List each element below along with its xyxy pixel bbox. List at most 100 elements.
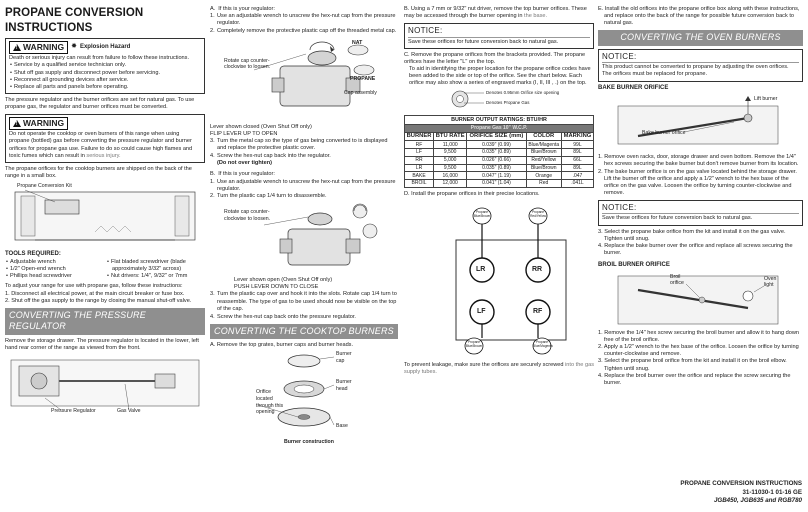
- notice-title: NOTICE:: [408, 26, 590, 38]
- table-cell: BROIL: [403, 179, 435, 188]
- footer: PROPANE CONVERSION INSTRUCTIONS 31-11030…: [680, 480, 802, 506]
- orifice-tag-lr: Propane Blue/Brown: [473, 210, 491, 218]
- table-cell: 99L: [560, 140, 595, 150]
- column-4: E. Install the old orifices into the pro…: [598, 6, 803, 387]
- notice-box-oven: NOTICE: This product cannot be converted…: [598, 48, 803, 82]
- regulator-b-figure: Rotate cap counter-clockwise to loosen.: [210, 201, 398, 277]
- column-2: A.If this is your regulator: 1.Use an ad…: [210, 6, 398, 449]
- burner-construction-caption: Burner construction: [284, 439, 334, 446]
- bake-step: 1. Remove oven racks, door, storage draw…: [598, 154, 799, 168]
- table-header-row: BURNER BTU RATE ORIFICE SIZE (mm) COLOR …: [403, 131, 595, 142]
- warning-badge-2: WARNING: [9, 117, 69, 131]
- step-item: 3.Turn the metal cap so the type of gas …: [210, 138, 388, 152]
- step-item: 4.Screw the hex-nut cap back onto the pr…: [210, 313, 356, 320]
- section-b: B.If this is your regulator:: [210, 171, 275, 178]
- orifice-marking-figure: Denotes 0.95mm Orifice size opening Deno…: [404, 87, 594, 113]
- cooktop-burners-banner: CONVERTING THE COOKTOP BURNERS: [210, 323, 398, 340]
- burner-rr-label: RR: [532, 266, 543, 274]
- warning-badge: WARNING: [9, 41, 69, 55]
- notice-title: NOTICE:: [602, 203, 799, 215]
- table-cell: 12,000: [433, 179, 468, 188]
- step-e: E. Install the old orifices into the pro…: [598, 6, 800, 27]
- table-cell: Blue/Brown: [525, 148, 562, 157]
- step-item: 2.Turn the plastic cap 1/4 turn to disas…: [210, 193, 327, 200]
- flip-lever-note: FLIP LEVER UP TO OPEN: [210, 130, 278, 137]
- table-cell: Red: [525, 179, 562, 188]
- table-cell: Red/Yellow: [525, 155, 562, 165]
- bake-step: 4. Replace the bake burner over the orif…: [598, 242, 793, 256]
- table-header: MARKING: [560, 131, 595, 142]
- orifice-size-note: Denotes 0.95mm Orifice size opening: [486, 90, 560, 96]
- table-header: COLOR: [525, 131, 562, 142]
- bake-orifice-figure: Lift burner Bake burner orifice: [598, 92, 803, 154]
- rotate-cap-label-b: Rotate cap counter-clockwise to loosen.: [224, 209, 271, 222]
- table-cell: 66L: [560, 155, 595, 165]
- section-a: A.If this is your regulator:: [210, 6, 275, 12]
- tools-heading: TOOLS REQUIRED:: [5, 251, 61, 258]
- table-title: BURNER OUTPUT RATINGS: BTU/HR: [404, 115, 594, 125]
- orifice-tag-lf: Propane Blue/Brown: [465, 340, 483, 348]
- tool-item: 1/2" Open-end wrench: [10, 266, 100, 273]
- warning-bullet: Shut off gas supply and disconnect power…: [14, 70, 201, 77]
- broil-orifice-heading: BROIL BURNER ORIFICE: [598, 262, 670, 269]
- table-cell: .041L: [560, 179, 595, 188]
- bake-orifice-heading: BAKE BURNER ORIFICE: [598, 84, 669, 91]
- orifice-box-paragraph: The propane orifices for the cooktop bur…: [5, 165, 192, 180]
- orifice-tag-rr: Propane Red/Yellow: [530, 210, 546, 218]
- explosion-icon: ✸: [71, 43, 77, 51]
- table-cell: 16,000: [433, 171, 468, 181]
- footer-title: PROPANE CONVERSION INSTRUCTIONS: [680, 479, 802, 487]
- push-lever-note: PUSH LEVER DOWN TO CLOSE: [234, 284, 319, 291]
- table-cell: 0.035" (0.89): [466, 148, 527, 157]
- footer-models: JGB450, JGB635 and RGB780: [713, 497, 802, 505]
- propane-gas-note: Denotes Propane Gas: [486, 100, 530, 106]
- step-item: 4.Screw the hex-nut cap back into the re…: [210, 153, 331, 167]
- tool-item: Nut drivers: 1/4", 9/32" or 7mm: [111, 273, 204, 280]
- burner-construction-figure: Burner cap Burner head Orifice located t…: [210, 349, 398, 449]
- table-cell: 0.041" (1.04): [466, 179, 527, 188]
- table-header: BTU RATE: [433, 131, 468, 142]
- tool-item: Adjustable wrench: [10, 259, 100, 266]
- regulator-location-figure: Pressure Regulator Gas Valve: [5, 354, 205, 418]
- notice-box-1: NOTICE: Save these orifices for future c…: [404, 23, 594, 49]
- footer-part-number: 31-11030-1 01-16 GE: [742, 488, 802, 496]
- propane-label: PROPANE: [350, 75, 376, 82]
- step-item: 3.Turn the plastic cap over and hook it …: [210, 291, 397, 312]
- table-cell: Blue/Magenta: [525, 140, 562, 150]
- section-a-steps-2: 3.Turn the metal cap so the type of gas …: [210, 138, 398, 167]
- warning-intro: Death or serious injury can result from …: [9, 55, 190, 62]
- tools-list-left: Adjustable wrench 1/2" Open-end wrench P…: [5, 259, 100, 280]
- warning-bullet: Service by a qualified service technicia…: [14, 62, 201, 69]
- notice-box-save: NOTICE: Save these orifices for future c…: [598, 200, 803, 226]
- regulator-a-figure: Rotate cap counter-clockwise to loosen. …: [210, 36, 398, 124]
- column-1: PROPANE CONVERSION INSTRUCTIONS WARNING …: [5, 6, 205, 418]
- warning-subtitle: Explosion Hazard: [79, 44, 131, 51]
- table-cell: 0.026" (0.66): [466, 155, 527, 165]
- step-c: C. Remove the propane orifices from the …: [404, 51, 586, 65]
- prep-step: 2. Shut off the gas supply to the range …: [5, 297, 192, 304]
- notice-text: Save these orifices for future conversio…: [602, 215, 753, 222]
- table-cell: LR: [403, 163, 435, 173]
- section-a-steps: 1.Use an adjustable wrench to unscrew th…: [210, 13, 398, 35]
- explosion-warning-box: WARNING ✸ Explosion Hazard Death or seri…: [5, 38, 205, 95]
- table-cell: 89L: [560, 148, 595, 157]
- gas-valve-label: Gas Valve: [117, 408, 141, 415]
- oven-light-label: Oven light: [764, 275, 777, 289]
- page-title: PROPANE CONVERSION INSTRUCTIONS: [5, 7, 144, 34]
- operation-warning-box: WARNING Do not operate the cooktop or ov…: [5, 114, 205, 163]
- step-item: 2.Completely remove the protective plast…: [210, 28, 397, 35]
- notice-title: NOTICE:: [602, 52, 799, 64]
- prep-step: 1. Disconnect all electrical power, at t…: [5, 290, 185, 297]
- oven-burners-banner: CONVERTING THE OVEN BURNERS: [598, 30, 803, 46]
- notice-text: This product cannot be converted to prop…: [602, 64, 789, 78]
- section-b-steps: 1.Use an adjustable wrench to unscrew th…: [210, 179, 398, 201]
- warning-2-text: Do not operate the cooktop or oven burne…: [9, 131, 193, 159]
- orifice-location-diagram: LR RR LF RF Propane Blue/Brown Propane R…: [404, 198, 594, 358]
- table-cell: Orange: [525, 171, 562, 181]
- regulator-paragraph: Remove the storage drawer. The pressure …: [5, 337, 199, 352]
